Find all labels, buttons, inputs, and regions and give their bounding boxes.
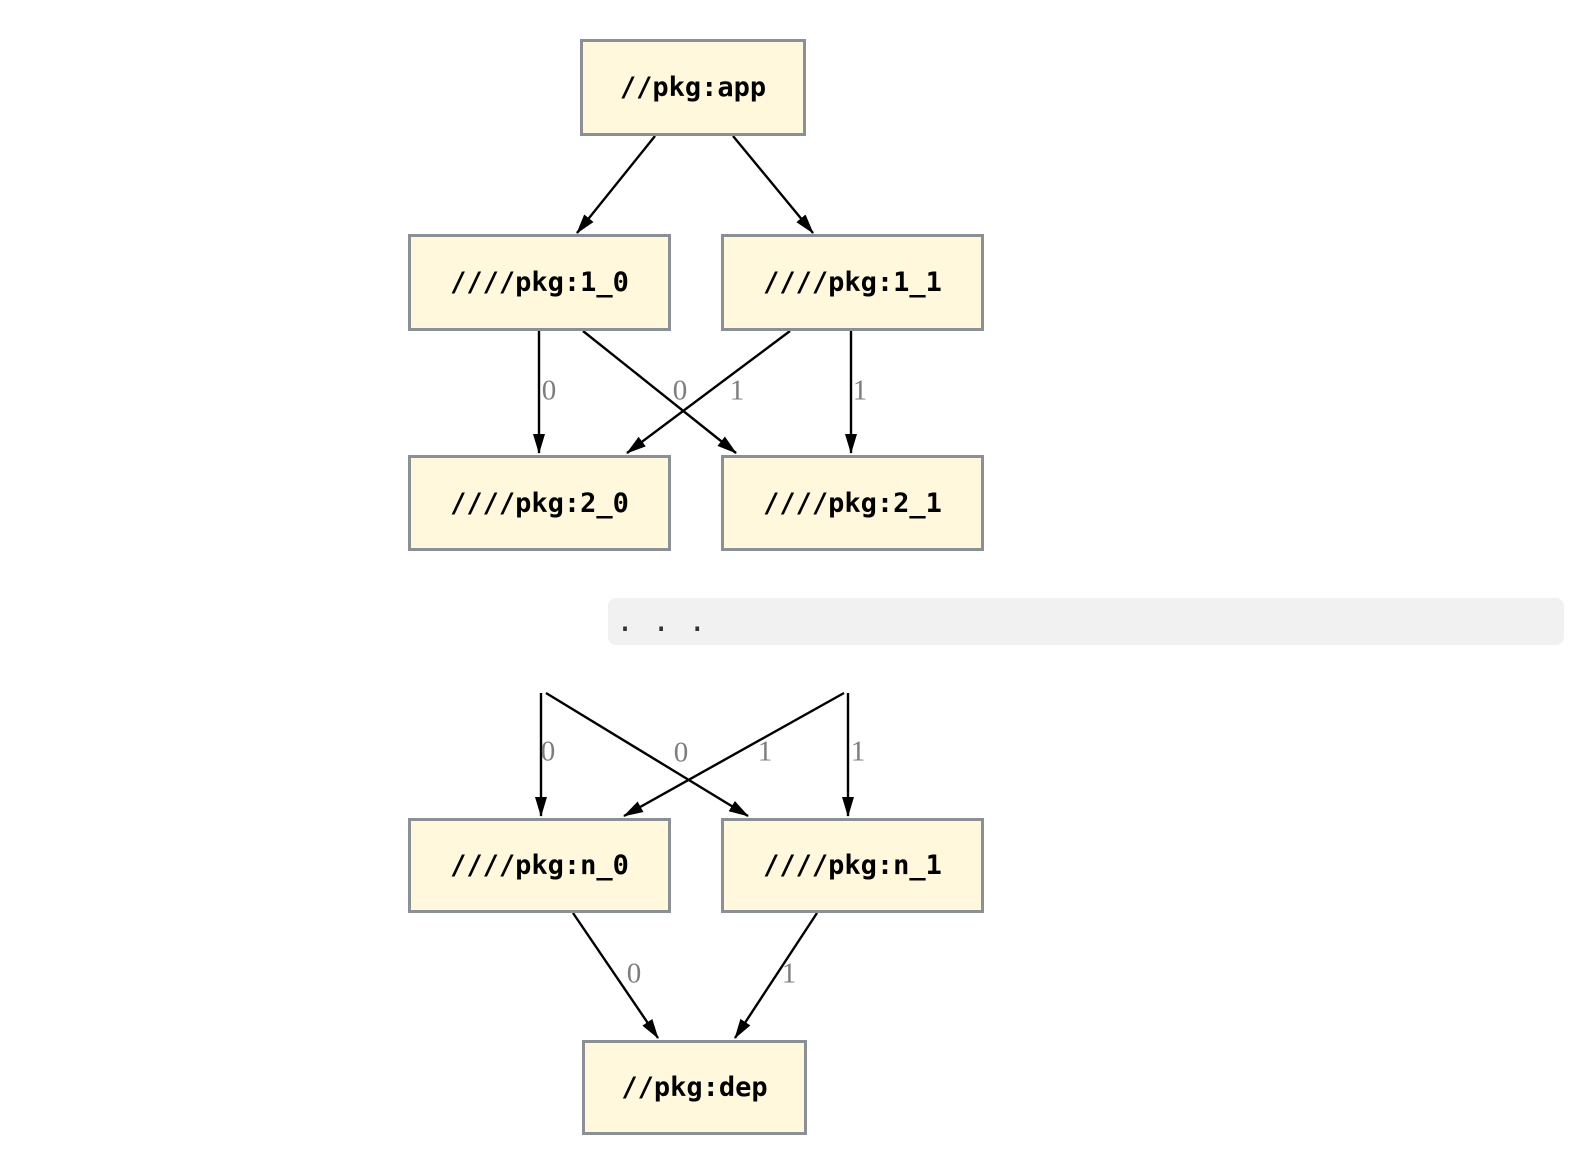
edge-label: 0 <box>626 957 642 990</box>
edge-n_1-to-dep <box>733 912 819 1039</box>
collapsed-rows-band: . . . <box>608 598 1564 645</box>
node-pkg-1_0: ////pkg:1_0 <box>408 234 671 331</box>
edge-1_1-to-2_0 <box>626 330 791 454</box>
node-pkg-n_1: ////pkg:n_1 <box>721 818 984 913</box>
node-pkg-1_1: ////pkg:1_1 <box>721 234 984 331</box>
node-pkg-dep: //pkg:dep <box>582 1040 807 1135</box>
edge-label: 1 <box>852 374 868 407</box>
edge-label: 1 <box>729 374 745 407</box>
edge-label: 0 <box>673 736 689 769</box>
edge-n_0-to-dep <box>572 912 659 1039</box>
edge-hidden-to-n_1-diagonal <box>545 691 749 818</box>
edge-label: 1 <box>850 735 866 768</box>
edge-label: 0 <box>541 374 557 407</box>
edge-label: 0 <box>672 374 688 407</box>
node-pkg-n_0: ////pkg:n_0 <box>408 818 671 913</box>
edge-label: 0 <box>540 735 556 768</box>
node-pkg-2_1: ////pkg:2_1 <box>721 455 984 551</box>
edge-1_0-to-2_1 <box>582 330 737 454</box>
node-pkg-2_0: ////pkg:2_0 <box>408 455 671 551</box>
edge-label: 1 <box>757 735 773 768</box>
node-pkg-app: //pkg:app <box>580 39 806 136</box>
edge-label: 1 <box>781 957 797 990</box>
edge-hidden-to-n_0-diagonal <box>623 691 845 818</box>
edge-app-to-1_1 <box>732 135 814 234</box>
ellipsis-dots: . . . <box>616 604 707 639</box>
edge-app-to-1_0 <box>576 135 656 234</box>
